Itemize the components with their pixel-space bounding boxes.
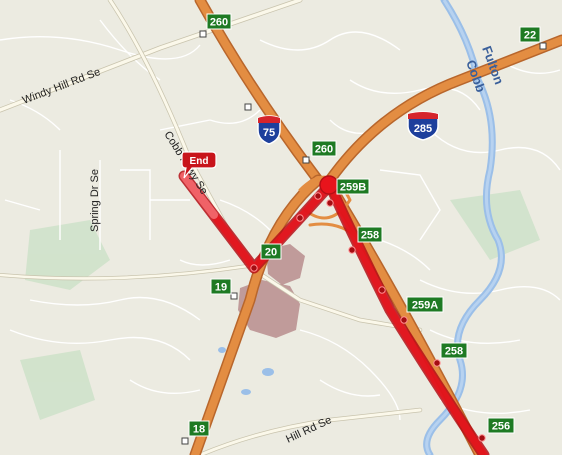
interstate-number: 75: [263, 127, 275, 139]
route-node: [296, 214, 304, 222]
exit-sign-18: 18: [188, 420, 210, 437]
route: [178, 170, 490, 455]
exit-point: [230, 292, 238, 300]
exit-number: 22: [524, 30, 536, 42]
exit-sign-258-a: 258: [357, 226, 383, 243]
exit-number: 258: [361, 230, 379, 242]
route-nodes: [250, 175, 486, 442]
exit-point: [199, 30, 207, 38]
route-node: [478, 434, 486, 442]
route-node: [314, 192, 322, 200]
exit-sign-20: 20: [260, 243, 282, 260]
route-node: [250, 264, 258, 272]
exit-number: 19: [215, 282, 227, 294]
interstate-number: 285: [414, 123, 432, 135]
exit-sign-22: 22: [519, 26, 541, 43]
exit-sign-258-b: 258: [440, 342, 468, 359]
exit-points: [181, 30, 547, 445]
exit-number: 260: [315, 144, 333, 156]
interstate-shield-75: 75: [257, 115, 281, 145]
arterial-roads: [0, 0, 423, 455]
route-node: [348, 246, 356, 254]
exit-point: [539, 42, 547, 50]
route-node: [433, 359, 441, 367]
exit-point: [181, 437, 189, 445]
exit-number: 260: [210, 17, 228, 29]
exit-sign-260-mid: 260: [311, 140, 337, 157]
end-marker-label: End: [190, 156, 209, 167]
exit-sign-259b: 259B: [336, 178, 370, 195]
road-label-spring-dr: Spring Dr Se: [89, 169, 101, 232]
interstate-shield-285: 285: [407, 111, 439, 141]
exit-number: 259B: [340, 182, 366, 194]
route-node: [326, 199, 334, 207]
exit-number: 259A: [412, 300, 438, 312]
exit-number: 20: [265, 247, 277, 259]
exit-number: 256: [492, 421, 510, 433]
route-node: [378, 286, 386, 294]
route-node: [400, 316, 408, 324]
exit-sign-256: 256: [487, 417, 515, 434]
exit-sign-259a: 259A: [406, 296, 444, 313]
end-marker-flag: [181, 151, 217, 179]
exit-sign-19: 19: [210, 278, 232, 295]
exit-number: 18: [193, 424, 205, 436]
exit-point: [302, 156, 310, 164]
exit-point: [244, 103, 252, 111]
exit-number: 258: [445, 346, 463, 358]
end-marker[interactable]: End: [181, 151, 217, 179]
ponds: [218, 347, 274, 395]
park-areas: [20, 190, 540, 420]
exit-sign-260-top: 260: [206, 13, 232, 30]
route-junction: [319, 175, 339, 195]
